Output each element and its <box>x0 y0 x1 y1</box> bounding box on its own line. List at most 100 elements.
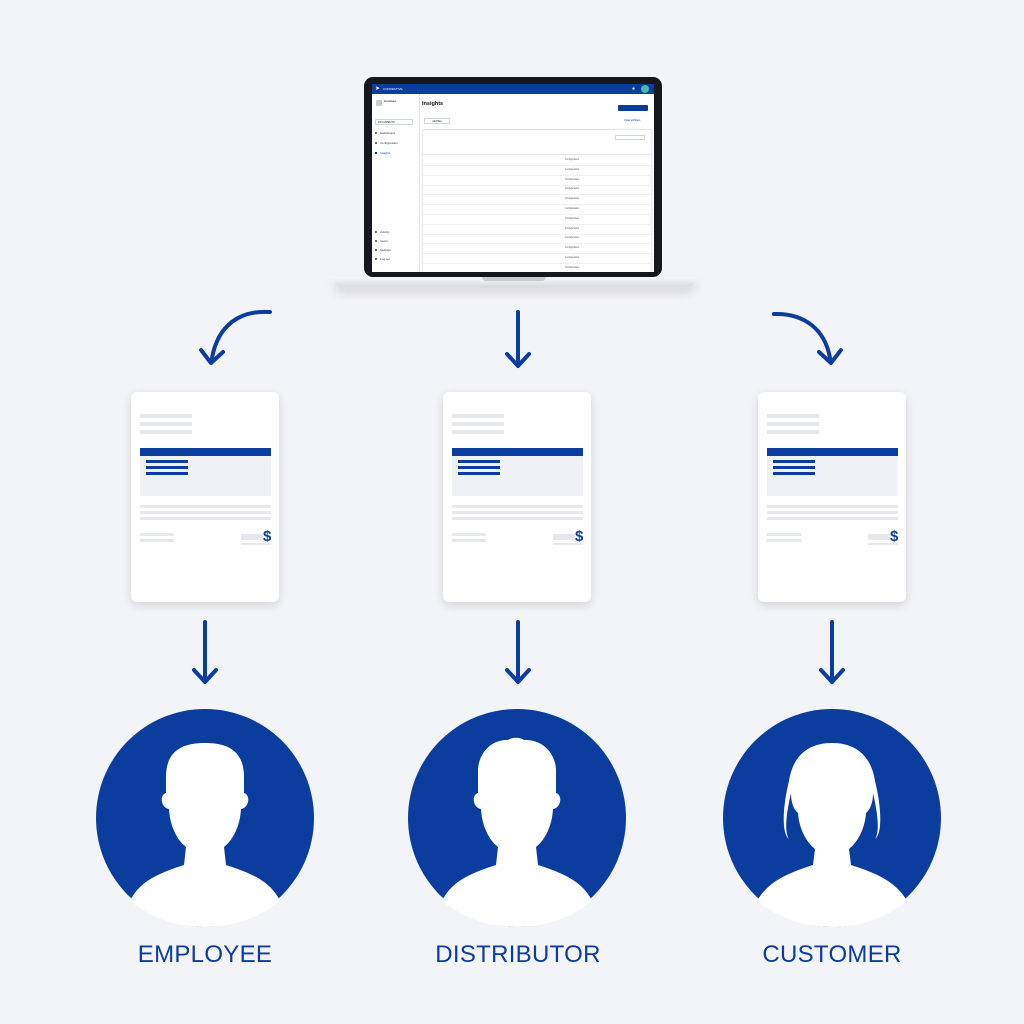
text-line <box>452 414 504 418</box>
page-title: Insights <box>422 101 444 107</box>
text-line <box>140 517 271 520</box>
document-header-band <box>452 448 583 456</box>
brand-logo-icon: ➤ <box>375 86 381 92</box>
table-cell: Configuration <box>565 187 580 191</box>
sidebar-item-configuration[interactable]: Configuration <box>375 141 398 146</box>
text-line <box>458 460 500 463</box>
text-line <box>458 472 500 475</box>
arrow-to-distributor <box>505 620 531 684</box>
table-row[interactable]: Configuration <box>423 233 651 245</box>
text-line <box>553 543 583 545</box>
table-row[interactable]: Configuration <box>423 204 651 215</box>
amount-field <box>241 534 263 540</box>
amount-field <box>553 534 575 540</box>
sidebar-item-label: Settings <box>380 248 391 252</box>
table-row[interactable]: Configuration <box>423 175 651 186</box>
text-line <box>773 460 815 463</box>
text-line <box>767 511 898 514</box>
text-line <box>140 430 192 434</box>
text-line <box>146 466 188 469</box>
role-label-distributor: DISTRIBUTOR <box>435 941 601 968</box>
gear-icon <box>375 249 377 252</box>
table-row[interactable]: Configuration <box>423 194 651 206</box>
text-line <box>452 422 504 426</box>
table-row[interactable]: Configuration <box>423 263 651 272</box>
logout-icon <box>375 258 377 261</box>
brand-name: CONNEKTIVE <box>383 87 403 91</box>
sidebar-item-logout[interactable]: Log out <box>375 257 390 262</box>
text-line <box>767 533 801 536</box>
employee-avatar-icon <box>96 709 314 927</box>
text-line <box>767 430 819 434</box>
distributor-avatar-icon <box>408 709 626 927</box>
text-line <box>773 472 815 475</box>
text-line <box>452 539 486 542</box>
sidebar-item-settings[interactable]: Settings <box>375 248 391 253</box>
table-row[interactable]: Configuration <box>423 224 651 235</box>
clear-filters-link[interactable]: Clear all filters <box>624 119 641 122</box>
text-line <box>767 414 819 418</box>
arrow-to-customer <box>819 620 845 684</box>
table-row[interactable]: Configuration <box>423 165 651 176</box>
primary-action-button[interactable] <box>618 105 648 111</box>
text-line <box>868 543 898 545</box>
customer-avatar-icon <box>723 709 941 927</box>
grid-icon <box>375 132 377 135</box>
text-line <box>767 422 819 426</box>
table-header <box>423 146 651 155</box>
sidebar-item-label: Configuration <box>380 141 398 145</box>
dollar-icon: $ <box>575 528 584 545</box>
dollar-icon: $ <box>263 528 272 545</box>
text-line <box>140 539 174 542</box>
table-cell: Configuration <box>565 167 580 171</box>
text-line <box>452 430 504 434</box>
table-cell: Configuration <box>565 226 580 230</box>
text-line <box>773 466 815 469</box>
document-distributor: $ <box>443 392 591 602</box>
table-cell: Configuration <box>565 236 580 240</box>
sidebar-item-dashboard[interactable]: Dashboard <box>375 131 395 136</box>
table-cell: Configuration <box>565 216 580 220</box>
document-type-select[interactable]: DOCUMENTS <box>375 119 413 125</box>
text-line <box>452 533 486 536</box>
text-line <box>452 511 583 514</box>
arrow-to-employee-document <box>198 309 272 366</box>
clock-icon <box>375 231 377 234</box>
sidebar-item-label: Insights <box>380 151 391 155</box>
text-line <box>458 466 500 469</box>
table-cell: Configuration <box>565 207 580 210</box>
sidebar-item-users[interactable]: Users <box>375 239 388 244</box>
document-customer: $ <box>758 392 906 602</box>
sidebar-item-insights[interactable]: Insights <box>375 151 390 156</box>
text-line <box>241 543 271 545</box>
text-line <box>140 505 271 508</box>
table-cell: Configuration <box>565 246 580 250</box>
columns-button[interactable] <box>615 135 645 140</box>
user-avatar[interactable] <box>641 85 649 93</box>
table-row[interactable]: Configuration <box>423 253 651 264</box>
text-line <box>140 422 192 426</box>
sidebar-item-label: Log out <box>380 257 391 261</box>
laptop-base <box>333 277 697 287</box>
table-row[interactable]: Configuration <box>423 214 651 225</box>
table-row[interactable]: Configuration <box>423 155 651 166</box>
text-line <box>452 505 583 508</box>
dollar-icon: $ <box>890 528 899 545</box>
chart-icon <box>375 152 377 155</box>
table-cell: Configuration <box>565 265 580 269</box>
sidebar-item-label: Activity <box>380 230 390 234</box>
org-logo <box>376 100 382 106</box>
document-header-band <box>140 448 271 456</box>
text-line <box>452 517 583 520</box>
bell-icon[interactable]: ● <box>632 86 636 92</box>
table-row[interactable]: Configuration <box>423 243 651 255</box>
document-header-band <box>767 448 898 456</box>
arrow-to-customer-document <box>772 311 844 366</box>
document-employee: $ <box>131 392 279 602</box>
sidebar-item-activity[interactable]: Activity <box>375 230 390 235</box>
role-label-employee: EMPLOYEE <box>137 941 273 968</box>
add-filter-button[interactable]: Add filter <box>424 118 450 124</box>
table-row[interactable]: Configuration <box>423 184 651 196</box>
